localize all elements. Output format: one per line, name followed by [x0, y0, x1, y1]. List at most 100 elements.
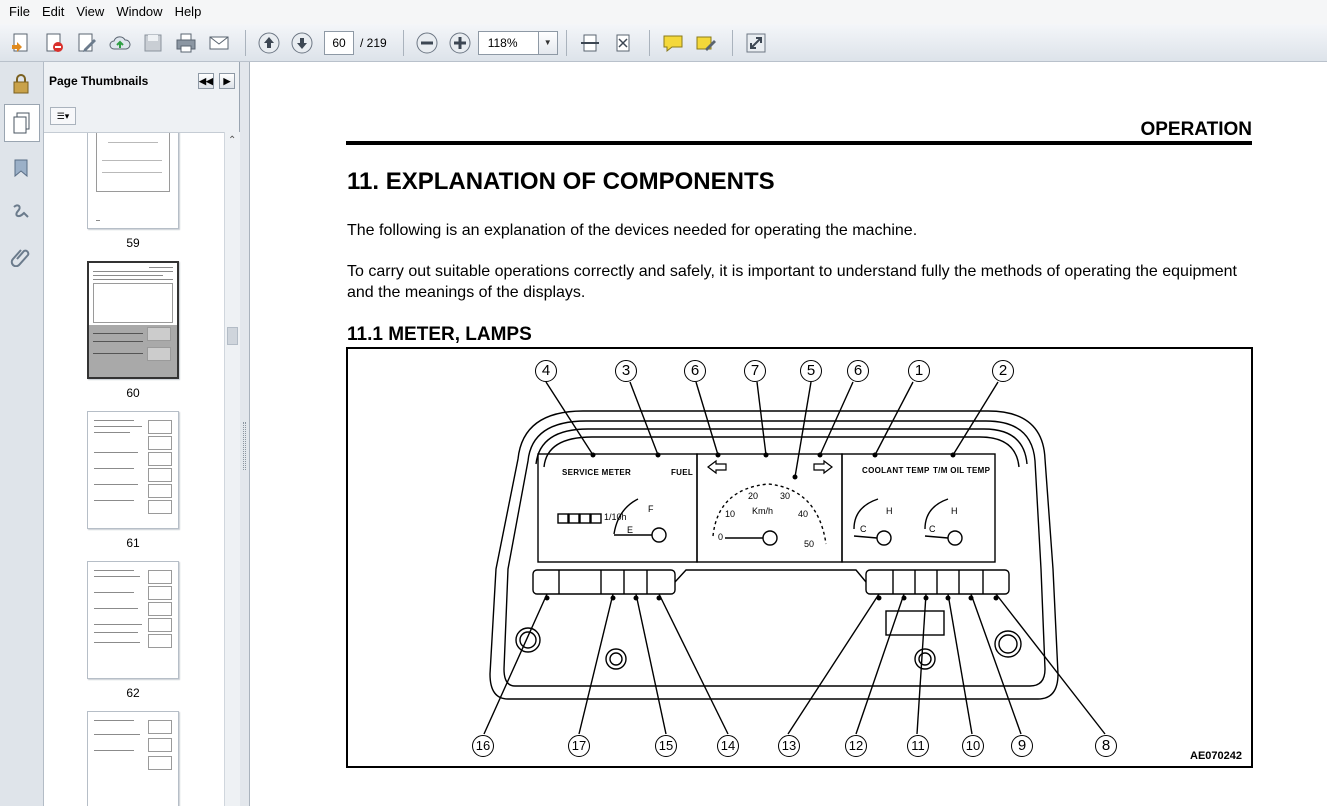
- minus-icon: [416, 32, 438, 53]
- thumbnail-label: 59: [126, 236, 140, 250]
- toolbar: 60 / 219 118% ▼: [0, 24, 1327, 62]
- callout-bottom: 14: [717, 735, 739, 757]
- instrument-panel-drawing: [483, 381, 1106, 735]
- callout-bottom: 11: [907, 735, 929, 757]
- lock-button[interactable]: [7, 70, 35, 98]
- upload-button[interactable]: [105, 28, 135, 58]
- save-button[interactable]: [138, 28, 168, 58]
- pages-icon: [13, 112, 30, 134]
- fit-width-button[interactable]: [608, 28, 638, 58]
- thumbnail-page[interactable]: [87, 411, 179, 529]
- fit-width-icon: [616, 34, 630, 51]
- toolbar-separator: [648, 29, 650, 56]
- previous-page-button[interactable]: [254, 28, 284, 58]
- meter-panel-figure: SERVICE METER FUEL COOLANT TEMP T/M OIL …: [346, 347, 1253, 768]
- chevron-down-icon: ▼: [543, 38, 552, 47]
- panel-options-row: ☰▾: [44, 100, 239, 130]
- toolbar-separator: [402, 29, 404, 56]
- pencil-document-icon: [78, 33, 96, 52]
- callout-bottom: 16: [472, 735, 494, 757]
- thumbnail-page[interactable]: [87, 133, 179, 229]
- bookmarks-tab[interactable]: [7, 154, 35, 182]
- collapse-panel-button[interactable]: ◀◀: [198, 73, 214, 89]
- panel-menu-button[interactable]: ▶: [219, 73, 235, 89]
- menu-edit[interactable]: Edit: [41, 4, 65, 19]
- page-heading: 11. EXPLANATION OF COMPONENTS: [347, 168, 775, 195]
- arrow-down-icon: [291, 32, 313, 53]
- fuel-empty-mark: E: [627, 525, 634, 535]
- email-button[interactable]: [204, 28, 234, 58]
- thumbnail-label: 60: [126, 386, 140, 400]
- header-rule: [346, 141, 1252, 145]
- menu-bar: File Edit View Window Help: [0, 0, 1327, 24]
- comment-button[interactable]: [658, 28, 688, 58]
- tm-oil-temp-label: T/M OIL TEMP: [933, 466, 991, 475]
- coolant-temp-label: COOLANT TEMP: [862, 466, 930, 475]
- cloud-upload-icon: [109, 35, 131, 49]
- page-thumbnails-tab[interactable]: [4, 104, 40, 142]
- toolbar-separator: [731, 29, 733, 56]
- signatures-tab[interactable]: [7, 198, 35, 226]
- speed-tick: 10: [725, 509, 736, 519]
- lock-icon: [13, 74, 29, 94]
- callout-bottom: 15: [655, 735, 677, 757]
- toolbar-separator: [565, 29, 567, 56]
- subsection-heading: 11.1 METER, LAMPS: [347, 324, 532, 345]
- create-pdf-icon: [12, 33, 28, 52]
- thumbnail-options-button[interactable]: ☰▾: [50, 107, 76, 125]
- service-meter-label: SERVICE METER: [562, 468, 632, 477]
- envelope-icon: [209, 36, 229, 49]
- callout-bottom: 8: [1095, 735, 1117, 757]
- thumbnails-panel: Page Thumbnails ◀◀ ▶ ☰▾ 59: [44, 62, 240, 806]
- section-header: OPERATION: [1140, 119, 1252, 140]
- thumbnail-label: 62: [126, 686, 140, 700]
- speech-bubble-icon: [663, 35, 683, 52]
- highlight-button[interactable]: [691, 28, 721, 58]
- next-page-button[interactable]: [287, 28, 317, 58]
- zoom-input[interactable]: 118%: [477, 30, 538, 55]
- attachments-tab[interactable]: [7, 242, 35, 270]
- chevron-right-icon: ▶: [223, 75, 231, 86]
- scroll-up-icon[interactable]: ⌃: [228, 135, 237, 146]
- zoom-in-button[interactable]: [445, 28, 475, 58]
- edit-document-button[interactable]: [72, 28, 102, 58]
- zoom-dropdown-button[interactable]: ▼: [537, 30, 558, 55]
- fit-page-button[interactable]: [575, 28, 605, 58]
- print-button[interactable]: [171, 28, 201, 58]
- oil-cold-mark: C: [929, 524, 936, 534]
- fuel-full-mark: F: [648, 504, 654, 514]
- speed-tick: 50: [804, 539, 815, 549]
- scroll-thumb[interactable]: [227, 327, 238, 345]
- combine-files-button[interactable]: [39, 28, 69, 58]
- menu-view[interactable]: View: [76, 4, 105, 19]
- menu-window[interactable]: Window: [116, 4, 163, 19]
- fit-page-icon: [580, 34, 599, 51]
- panel-splitter[interactable]: [240, 62, 250, 806]
- thumbnail-list[interactable]: 59 60: [44, 132, 224, 806]
- zoom-out-button[interactable]: [412, 28, 442, 58]
- bookmark-icon: [14, 159, 28, 178]
- callout-top: 6: [847, 360, 869, 382]
- fuel-label: FUEL: [671, 468, 694, 477]
- create-pdf-button[interactable]: [6, 28, 36, 58]
- thumbnail-scrollbar[interactable]: ⌃: [224, 132, 240, 806]
- document-view[interactable]: OPERATION 11. EXPLANATION OF COMPONENTS …: [251, 62, 1327, 806]
- printer-icon: [176, 33, 196, 52]
- splitter-grip[interactable]: [243, 422, 246, 470]
- callout-top: 5: [800, 360, 822, 382]
- thumbnail-page-selected[interactable]: [87, 261, 179, 379]
- safety-paragraph: To carry out suitable operations correct…: [347, 263, 1237, 301]
- callout-bottom: 13: [778, 735, 800, 757]
- thumbnail-page[interactable]: [87, 561, 179, 679]
- thumbnail-page[interactable]: [87, 711, 179, 806]
- menu-help[interactable]: Help: [174, 4, 202, 19]
- page-number-input[interactable]: 60: [324, 30, 354, 55]
- arrow-up-icon: [258, 32, 280, 53]
- full-screen-button[interactable]: [741, 28, 771, 58]
- oil-hot-mark: H: [951, 506, 958, 516]
- callout-top: 3: [615, 360, 637, 382]
- callout-bottom: 10: [962, 735, 984, 757]
- menu-file[interactable]: File: [9, 4, 30, 19]
- hour-unit-label: 1/10h: [604, 512, 627, 522]
- combine-icon: [46, 33, 63, 52]
